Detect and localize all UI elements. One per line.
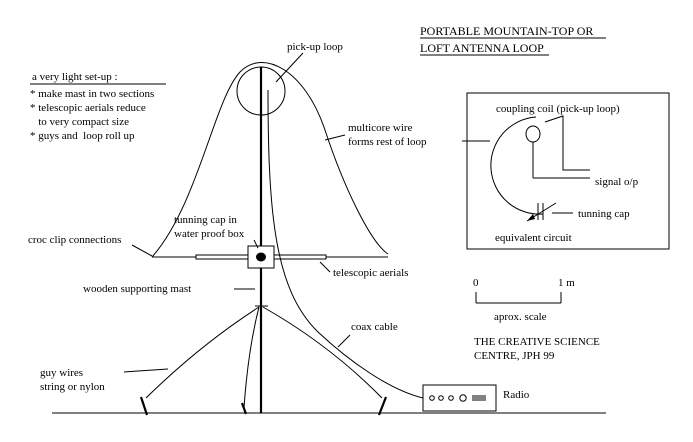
radio-knob-3: [448, 395, 454, 401]
setup-notes-heading: a very light set-up :: [32, 71, 118, 83]
ground-peg-middle: [240, 402, 248, 415]
multicore-label-2: forms rest of loop: [348, 136, 427, 148]
guy-wires-label-1: guy wires: [40, 367, 83, 379]
multicore-leader: [324, 134, 346, 141]
coax-leader: [337, 334, 351, 348]
setup-note-3: to very compact size: [30, 116, 129, 128]
setup-notes: a very light set-up : * make mast in two…: [30, 71, 166, 142]
aerial-right-thick: [273, 254, 327, 260]
title-line-2: LOFT ANTENNA LOOP: [420, 41, 544, 55]
radio-tuning-dial: [459, 394, 467, 402]
title-block: PORTABLE MOUNTAIN-TOP OR LOFT ANTENNA LO…: [420, 24, 606, 56]
ground-peg-left: [139, 396, 149, 416]
pickup-loop-circle: [236, 66, 286, 116]
guy-wire-middle: [243, 306, 260, 409]
equivalent-outer-loop: [490, 116, 544, 215]
multicore-wire-loop: [151, 62, 389, 258]
scale-start-label: 0: [473, 277, 479, 289]
radio-knob-2: [438, 395, 444, 401]
coax-cable: [267, 89, 424, 399]
callouts: pick-up loop multicore wire forms rest o…: [28, 41, 427, 393]
guy-wire-left: [145, 306, 260, 399]
aerial-left-thick: [195, 254, 249, 260]
title-line-1: PORTABLE MOUNTAIN-TOP OR: [420, 24, 593, 38]
coax-label: coax cable: [351, 321, 398, 333]
croc-clip-label: croc clip connections: [28, 234, 121, 246]
guy-wires-leader: [123, 368, 169, 373]
radio-body: [422, 384, 497, 412]
setup-note-1: * make mast in two sections: [30, 88, 154, 100]
tuning-cap-label-1: tunning cap in: [174, 214, 237, 226]
guy-wires-label-2: string or nylon: [40, 381, 105, 393]
tuning-cap-leader: [253, 239, 259, 249]
equivalent-circuit: coupling coil (pick-up loop) signal o/p …: [462, 92, 670, 250]
scale-bar: 0 1 m aprox. scale: [473, 277, 575, 323]
equivalent-coupling-coil: [525, 125, 541, 143]
guy-wire-right: [262, 306, 383, 399]
signal-output-label: signal o/p: [595, 176, 639, 188]
guy-wires: [139, 305, 388, 416]
equivalent-circuit-frame: [466, 92, 670, 250]
radio-knob-1: [429, 395, 435, 401]
radio-label: Radio: [503, 389, 530, 401]
croc-clip-leader: [131, 244, 153, 257]
tuning-cap-box: [247, 245, 275, 269]
setup-note-4: * guys and loop roll up: [30, 130, 135, 142]
mast-label: wooden supporting mast: [83, 283, 191, 295]
credit-line-1: THE CREATIVE SCIENCE: [474, 336, 600, 348]
radio-speaker-grille: [472, 395, 486, 401]
tuning-capacitor: [256, 252, 266, 262]
scale-caption: aprox. scale: [494, 311, 547, 323]
radio: Radio: [422, 384, 530, 412]
tuning-cap-arrowhead: [527, 214, 535, 221]
credit-line-2: CENTRE, JPH 99: [474, 350, 555, 362]
credit: THE CREATIVE SCIENCE CENTRE, JPH 99: [474, 336, 600, 362]
coupling-coil-label: coupling coil (pick-up loop): [496, 103, 620, 115]
ground-peg-right: [377, 396, 388, 416]
tuning-cap-label-2: water proof box: [174, 228, 245, 240]
signal-output-wire: [544, 115, 590, 171]
tuning-cap-label: tunning cap: [578, 208, 630, 220]
pickup-loop-label: pick-up loop: [287, 41, 343, 53]
equivalent-circuit-caption: equivalent circuit: [495, 232, 572, 244]
setup-note-2: * telescopic aerials reduce: [30, 102, 146, 114]
multicore-label-1: multicore wire: [348, 122, 413, 134]
telescopic-label: telescopic aerials: [333, 267, 408, 279]
pickup-loop-leader: [275, 52, 304, 83]
scale-end-label: 1 m: [558, 277, 575, 289]
telescopic-leader: [319, 261, 331, 273]
